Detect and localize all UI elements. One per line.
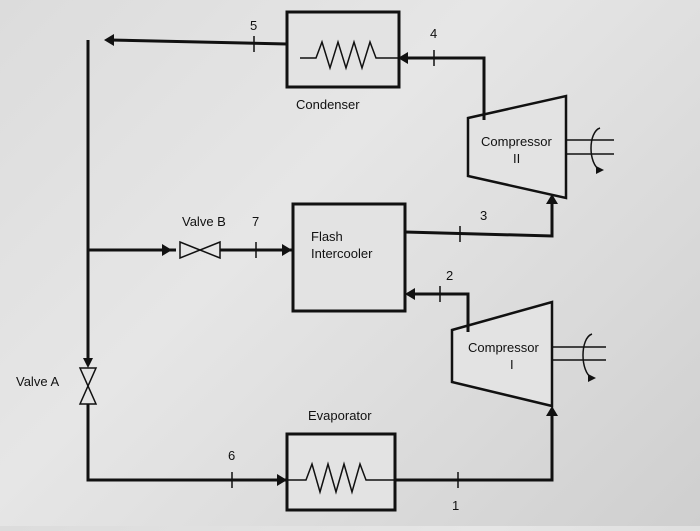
valve-a-label: Valve A [16, 374, 59, 389]
arrow-down-icon [83, 358, 93, 368]
evaporator: Evaporator [285, 408, 397, 512]
compressor-i: Compressor I [450, 300, 606, 408]
valve-b-label: Valve B [182, 214, 226, 229]
arrow-into-valve-b-icon [162, 244, 172, 256]
compressor-ii-label-line1: Compressor [481, 134, 552, 149]
flash-intercooler-label-line2: Intercooler [311, 246, 373, 261]
valve-b-left-triangle [179, 240, 203, 260]
compressor-ii-rotation-arrow-icon [596, 166, 604, 174]
valve-a-bottom-triangle [78, 384, 98, 405]
compressor-ii-body [466, 94, 568, 200]
evaporator-label: Evaporator [308, 408, 372, 423]
compressor-i-label-line1: Compressor [468, 340, 539, 355]
compressor-ii: Compressor II [466, 94, 614, 200]
state-label-3: 3 [480, 208, 487, 223]
compressor-ii-rotation-icon [590, 127, 601, 171]
compressor-i-label-line2: I [510, 357, 514, 372]
arrow-left-icon [104, 34, 114, 46]
valve-b-right-triangle [197, 240, 221, 260]
compressor-i-rotation-icon [582, 333, 593, 379]
pipe-state-1 [395, 410, 554, 482]
arrow-into-flash-icon [282, 244, 292, 256]
pipe-state-3 [404, 198, 554, 238]
evaporator-coil-icon [288, 461, 394, 495]
state-label-6: 6 [228, 448, 235, 463]
flash-intercooler-box [291, 202, 407, 313]
pipe-state-6 [86, 404, 287, 482]
arrow-into-condenser-icon [398, 52, 408, 64]
state-label-1: 1 [452, 498, 459, 513]
state-label-7: 7 [252, 214, 259, 229]
compressor-i-rotation-arrow-icon [588, 374, 596, 382]
valve-a: Valve A [16, 367, 98, 405]
arrow-into-compressor-i-icon [546, 406, 558, 416]
pipe-state-2 [407, 292, 470, 332]
flash-intercooler: Flash Intercooler [291, 202, 407, 313]
arrow-into-compressor-ii-icon [546, 194, 558, 204]
condenser-coil-icon [300, 39, 400, 71]
state-label-5: 5 [250, 18, 257, 33]
state-label-2: 2 [446, 268, 453, 283]
arrow-into-flash-from-c1-icon [405, 288, 415, 300]
pipe-state-4 [399, 56, 486, 120]
state-label-4: 4 [430, 26, 437, 41]
flash-intercooler-label-line1: Flash [311, 229, 343, 244]
condenser: Condenser [285, 10, 401, 112]
arrow-into-evaporator-icon [277, 474, 287, 486]
condenser-box [285, 10, 401, 89]
pipe-state-5 [109, 38, 288, 46]
compressor-ii-label-line2: II [513, 151, 520, 166]
valve-a-top-triangle [78, 367, 98, 388]
condenser-label: Condenser [296, 97, 360, 112]
valve-b: Valve B [179, 214, 226, 260]
